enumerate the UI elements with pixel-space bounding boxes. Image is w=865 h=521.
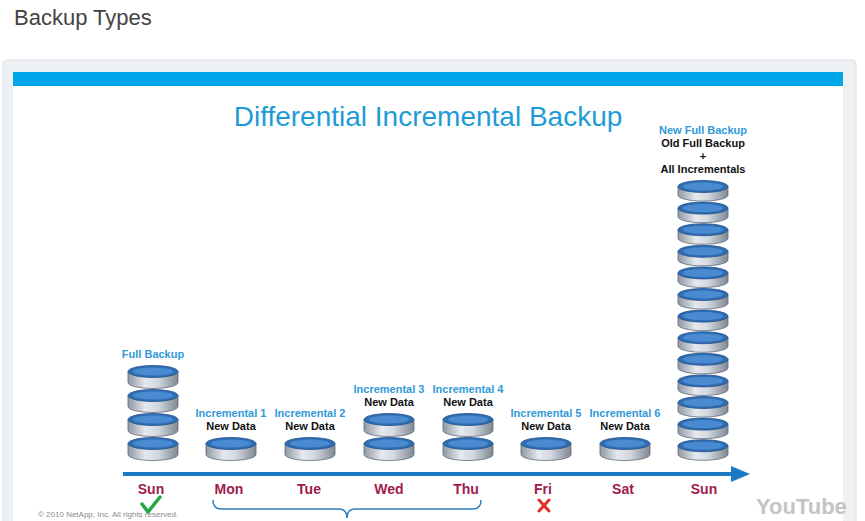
stack-label: Incremental 6: [590, 407, 661, 420]
disk-icon: [364, 438, 414, 461]
stack-label: New Data: [521, 420, 571, 433]
disk-stack: Incremental 5New Data: [507, 407, 585, 462]
disk-icon: [521, 438, 571, 461]
cross-mark: [539, 500, 549, 511]
stack-label: Incremental 2: [275, 407, 346, 420]
disk-icons: [586, 437, 664, 462]
disk-icon: [678, 224, 728, 245]
bracket: [213, 500, 481, 518]
disk-stack: Full Backup: [113, 348, 193, 462]
copyright-note: © 2010 NetApp, Inc. All rights reserved.: [38, 510, 178, 520]
stack-label: Incremental 4: [433, 383, 504, 396]
day-label: Fri: [534, 481, 552, 498]
day-label: Sat: [612, 481, 634, 498]
header-bar: [13, 72, 843, 86]
stack-label: New Data: [285, 420, 335, 433]
slide: [13, 72, 843, 521]
timeline: [123, 472, 736, 476]
disk-icon: [678, 289, 728, 310]
disk-icon: [678, 267, 728, 288]
day-label: Sun: [138, 481, 164, 498]
disk-icon: [678, 310, 728, 331]
disk-icons: [271, 437, 349, 462]
disk-icons: [350, 413, 428, 462]
disk-icon: [128, 414, 178, 437]
timeline-head: [731, 466, 750, 482]
disk-icon: [128, 438, 178, 461]
diagram-title: Differential Incremental Backup: [234, 100, 623, 134]
disk-icon: [678, 375, 728, 396]
disk-stack: Incremental 6New Data: [586, 407, 664, 462]
disk-icon: [600, 438, 650, 461]
disk-icon: [678, 332, 728, 353]
watermark: YouTube: [756, 494, 847, 520]
disk-icon: [443, 414, 493, 437]
disk-icon: [128, 390, 178, 413]
day-label: Tue: [297, 481, 321, 498]
disk-stack: New Full BackupOld Full Backup+All Incre…: [648, 124, 758, 462]
stack-label: Old Full Backup: [661, 137, 745, 150]
disk-icon: [678, 181, 728, 202]
disk-icon: [285, 438, 335, 461]
disk-icon: [678, 418, 728, 439]
disk-icon: [364, 414, 414, 437]
stack-label: Incremental 3: [354, 383, 425, 396]
stack-label: Full Backup: [122, 348, 184, 361]
day-label: Sun: [691, 481, 717, 498]
check-mark: [142, 497, 160, 512]
stack-label: New Data: [600, 420, 650, 433]
disk-icon: [678, 397, 728, 418]
disk-icon: [678, 354, 728, 375]
disk-icons: [113, 365, 193, 462]
disk-icon: [678, 246, 728, 267]
day-label: Thu: [453, 481, 479, 498]
day-label: Wed: [374, 481, 403, 498]
disk-icon: [678, 440, 728, 461]
stack-label: All Incrementals: [661, 163, 746, 176]
disk-icon: [678, 202, 728, 223]
disk-icon: [128, 366, 178, 389]
disk-icons: [507, 437, 585, 462]
stack-label: Incremental 1: [196, 407, 267, 420]
stack-label: Incremental 5: [511, 407, 582, 420]
disk-icons: [429, 413, 507, 462]
disk-stack: Incremental 2New Data: [271, 407, 349, 462]
page-heading: Backup Types: [14, 5, 152, 31]
day-label: Mon: [215, 481, 244, 498]
disk-icons: [648, 180, 758, 462]
disk-icon: [443, 438, 493, 461]
disk-stack: Incremental 4New Data: [429, 383, 507, 462]
stack-label: New Data: [364, 396, 414, 409]
disk-icon: [206, 438, 256, 461]
disk-stack: Incremental 1New Data: [192, 407, 270, 462]
stack-label: +: [700, 150, 706, 163]
disk-stack: Incremental 3New Data: [350, 383, 428, 462]
stack-label: New Full Backup: [659, 124, 747, 137]
stack-label: New Data: [443, 396, 493, 409]
stack-label: New Data: [206, 420, 256, 433]
disk-icons: [192, 437, 270, 462]
